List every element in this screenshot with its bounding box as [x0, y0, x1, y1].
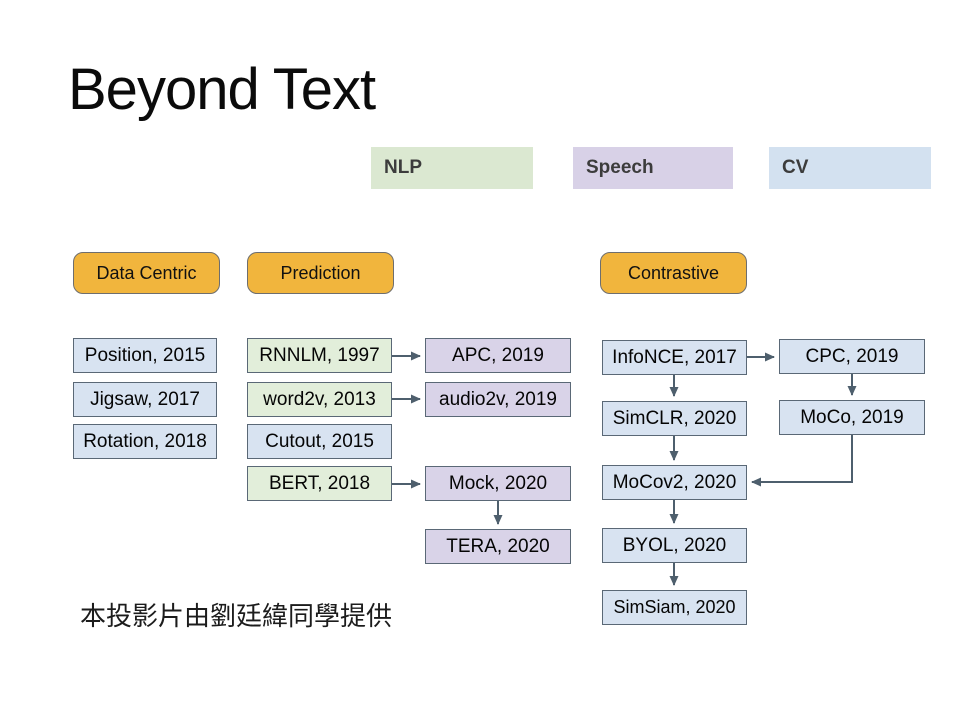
node-mocov2-2020: MoCov2, 2020: [602, 465, 747, 500]
arrow-moco-to-mocov2: [751, 435, 853, 487]
node-simsiam-2020: SimSiam, 2020: [602, 590, 747, 625]
node-tera-2020: TERA, 2020: [425, 529, 571, 564]
node-audio2v-2019: audio2v, 2019: [425, 382, 571, 417]
legend-nlp: NLP: [371, 147, 533, 189]
node-rotation-2018: Rotation, 2018: [73, 424, 217, 459]
node-moco-2019: MoCo, 2019: [779, 400, 925, 435]
legend-cv-label: CV: [782, 157, 809, 178]
category-prediction: Prediction: [247, 252, 394, 294]
legend-speech-label: Speech: [586, 157, 654, 178]
category-contrastive: Contrastive: [600, 252, 747, 294]
node-jigsaw-2017: Jigsaw, 2017: [73, 382, 217, 417]
legend-speech: Speech: [573, 147, 733, 189]
credit-text: 本投影片由劉廷緯同學提供: [80, 601, 393, 631]
node-mock-2020: Mock, 2020: [425, 466, 571, 501]
node-rnnlm-1997: RNNLM, 1997: [247, 338, 392, 373]
node-apc-2019: APC, 2019: [425, 338, 571, 373]
node-infonce-2017: InfoNCE, 2017: [602, 340, 747, 375]
node-byol-2020: BYOL, 2020: [602, 528, 747, 563]
legend-cv: CV: [769, 147, 931, 189]
legend-nlp-label: NLP: [384, 157, 422, 178]
node-simclr-2020: SimCLR, 2020: [602, 401, 747, 436]
slide-title: Beyond Text: [68, 57, 376, 122]
node-position-2015: Position, 2015: [73, 338, 217, 373]
node-bert-2018: BERT, 2018: [247, 466, 392, 501]
category-data-centric: Data Centric: [73, 252, 220, 294]
node-cutout-2015: Cutout, 2015: [247, 424, 392, 459]
node-word2v-2013: word2v, 2013: [247, 382, 392, 417]
node-cpc-2019: CPC, 2019: [779, 339, 925, 374]
